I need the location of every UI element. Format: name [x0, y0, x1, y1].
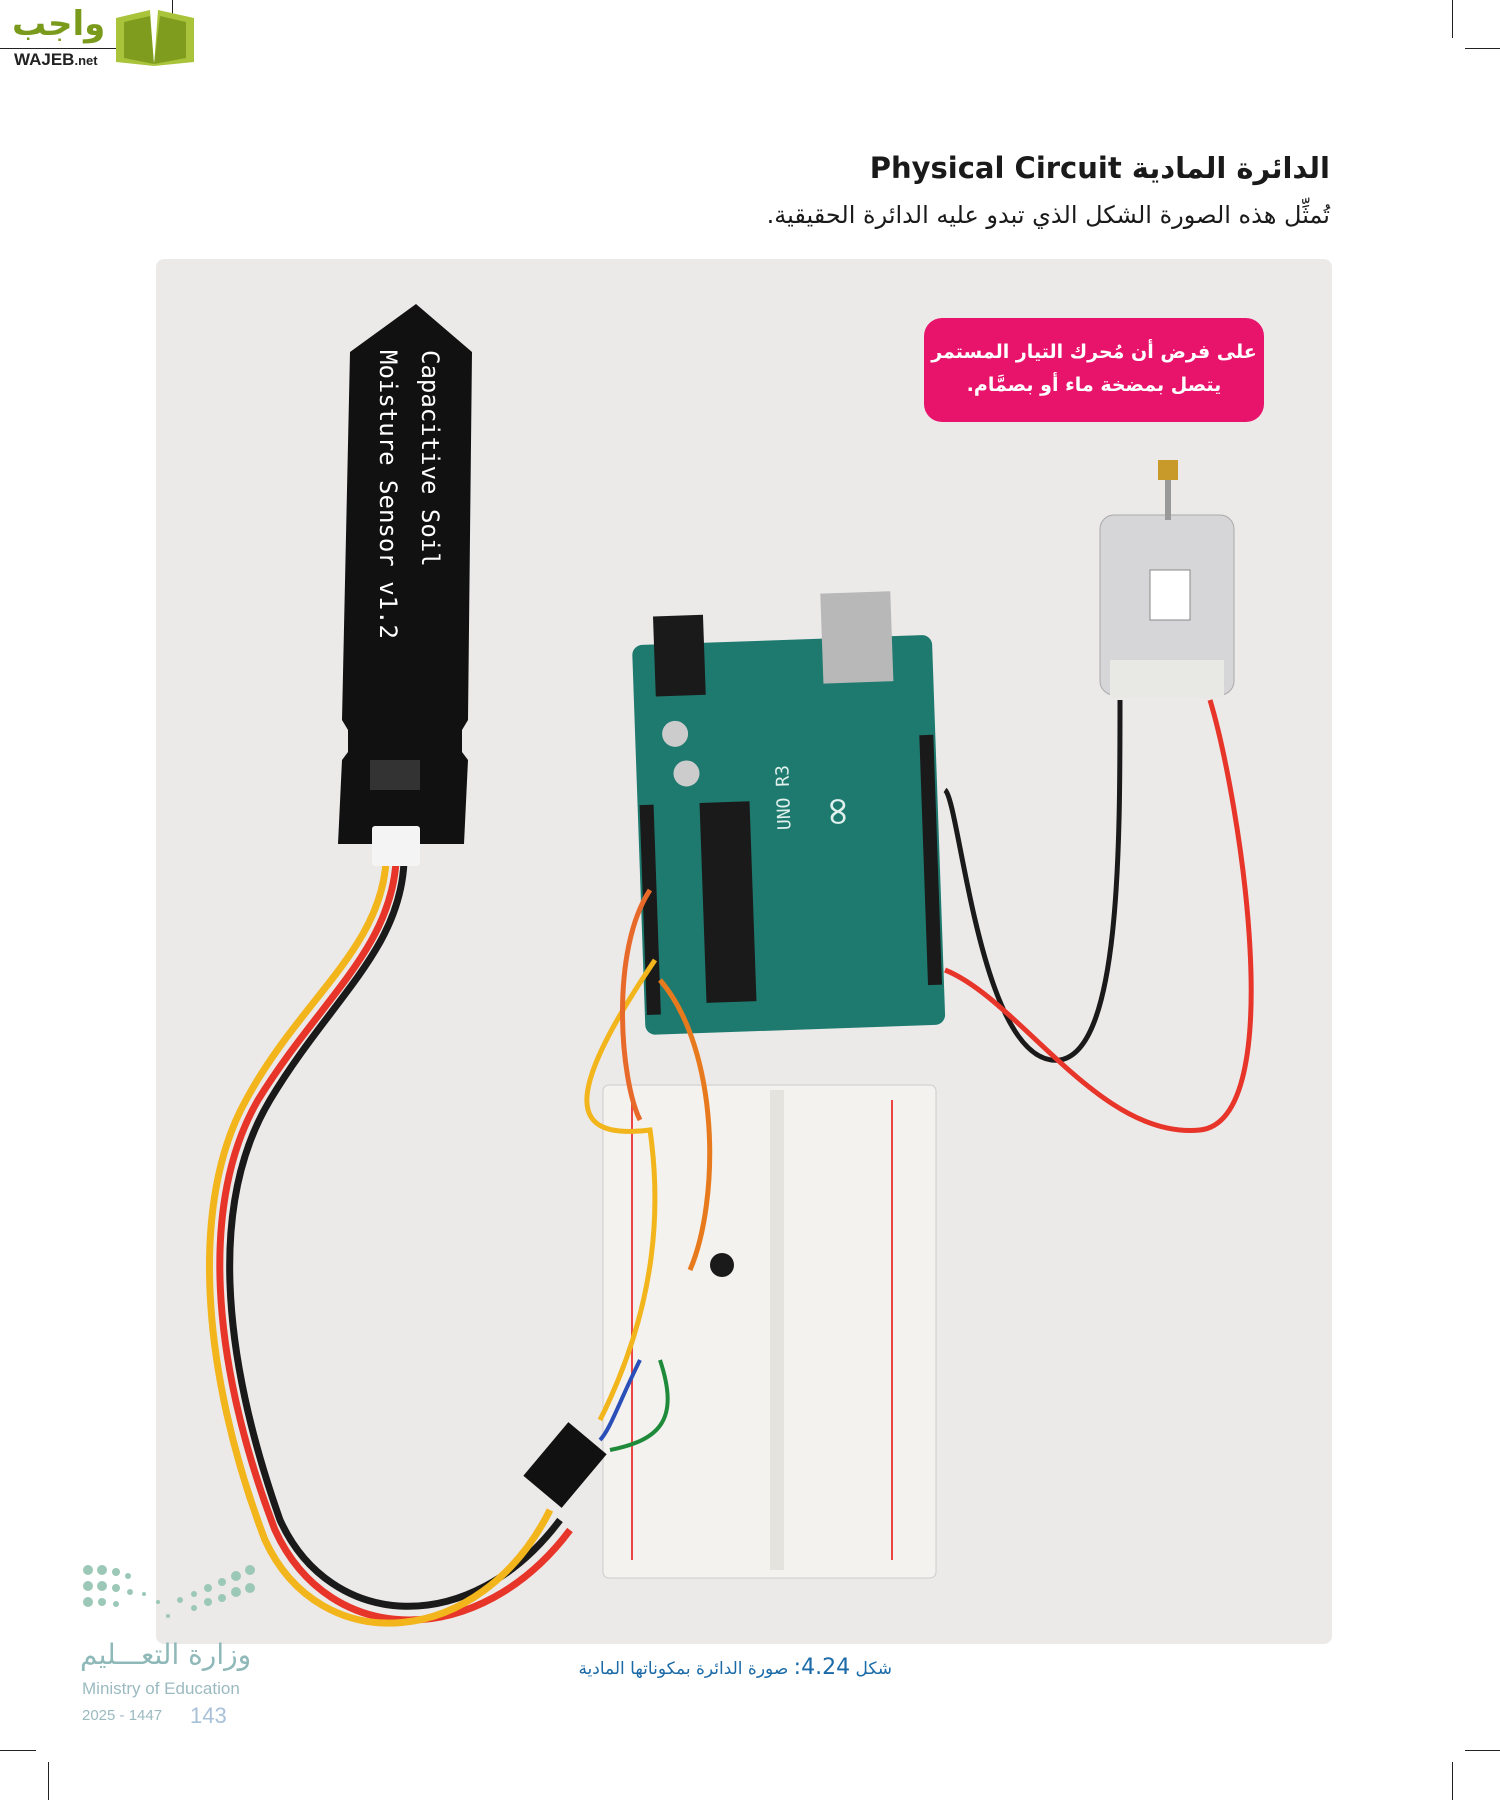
transistor — [710, 1253, 734, 1277]
logo-arabic: واجب — [12, 4, 106, 44]
soil-sensor — [338, 304, 472, 844]
crop-mark — [1465, 1750, 1500, 1751]
jumper-yellow — [584, 958, 658, 1422]
caption-prefix: شكل — [855, 1659, 892, 1679]
ministry-dots-icon — [83, 1565, 255, 1618]
caption-number: 4.24: — [793, 1655, 851, 1680]
circuit-photo: Capacitive Soil Moisture Sensor v1.2 UNO… — [156, 259, 1332, 1644]
ministry-logo: وزارة التعـــليم Ministry of Education 2… — [80, 1560, 280, 1735]
callout-note: على فرض أن مُحرك التيار المستمر يتصل بمض… — [924, 318, 1264, 422]
section-title: الدائرة المادية Physical Circuit — [869, 151, 1330, 185]
ministry-english: Ministry of Education — [82, 1679, 240, 1698]
wire-connector — [523, 1422, 607, 1508]
breadboard — [602, 1084, 937, 1579]
crop-mark — [1465, 48, 1500, 49]
crop-mark — [1452, 1762, 1453, 1800]
section-subtitle: تُمثِّل هذه الصورة الشكل الذي تبدو عليه … — [766, 201, 1330, 229]
callout-line1: على فرض أن مُحرك التيار المستمر — [931, 341, 1257, 363]
ministry-arabic: وزارة التعـــليم — [80, 1638, 252, 1671]
arduino-logo-icon: ∞ — [813, 794, 860, 829]
sensor-wire-yellow — [206, 861, 554, 1627]
sensor-wire-black — [226, 861, 563, 1610]
crop-mark — [0, 1750, 36, 1751]
sensor-label-line1: Capacitive Soil — [416, 350, 444, 567]
figure-caption: شكل 4.24: صورة الدائرة بمكوناتها المادية — [578, 1655, 892, 1682]
jumper-orange — [658, 978, 713, 1271]
callout-line2: يتصل بمضخة ماء أو بصمَّام. — [966, 374, 1222, 396]
caption-text: صورة الدائرة بمكوناتها المادية — [578, 1659, 789, 1679]
book-icon — [116, 10, 194, 66]
sensor-label-line2: Moisture Sensor v1.2 — [374, 350, 402, 639]
circuit-illustration: Capacitive Soil Moisture Sensor v1.2 UNO… — [206, 304, 1254, 1627]
jumper-green — [609, 1359, 670, 1452]
crop-mark — [0, 48, 150, 49]
jumper-red — [620, 888, 653, 1122]
board-label: UNO R3 — [772, 765, 795, 831]
crop-mark — [48, 1762, 49, 1800]
wajeb-logo[interactable]: واجب WAJEB.net — [8, 4, 198, 72]
logo-latin-text: WAJEB — [14, 50, 75, 69]
crop-mark — [1452, 0, 1453, 38]
logo-suffix: .net — [74, 53, 98, 68]
jumper-blue — [598, 1359, 642, 1442]
academic-year: 2025 - 1447 — [82, 1707, 163, 1724]
motor-wire-red — [944, 699, 1254, 1133]
page-number: 143 — [190, 1703, 227, 1728]
logo-latin: WAJEB.net — [14, 50, 98, 71]
motor-wire-black — [942, 699, 1123, 1063]
